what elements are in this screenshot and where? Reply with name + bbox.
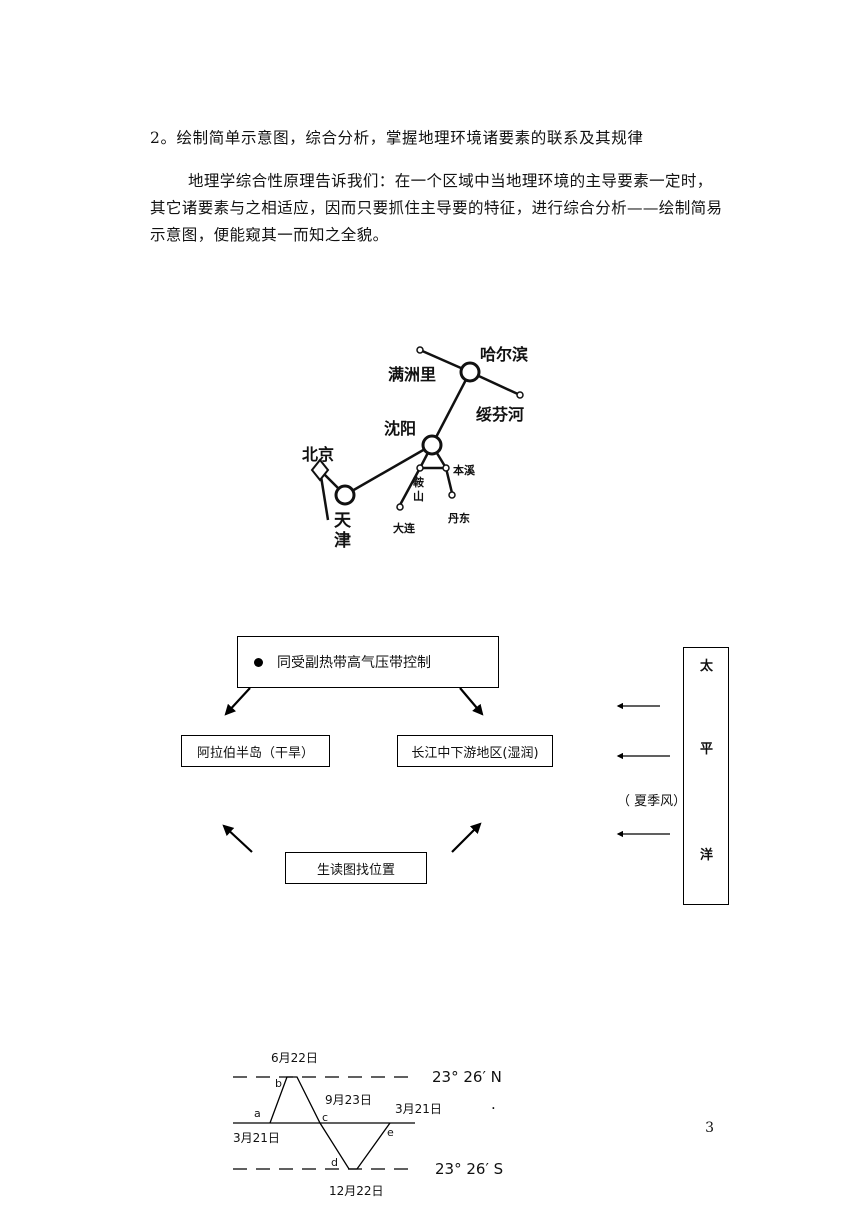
arrow-top-right — [459, 687, 484, 716]
city-an: 鞍 — [413, 475, 424, 489]
manzhouli-node — [416, 346, 424, 354]
beijing-star — [310, 458, 330, 482]
anshan-node — [416, 464, 424, 472]
line-shenyang-tianjin — [344, 443, 433, 497]
bottom-box: 生读图找位置 — [285, 852, 427, 884]
point-b: b — [275, 1077, 282, 1090]
city-suifenhe: 绥芬河 — [476, 405, 524, 424]
city-beijing: 北京 — [302, 445, 334, 464]
top-box-label: 同受副热带高气压带控制 — [277, 655, 431, 671]
bullet-icon — [254, 657, 263, 667]
paragraph-text: 地理学综合性原理告诉我们：在一个区域中当地理环境的主导要素一定时，其它诸要素与之… — [150, 172, 723, 244]
point-d: d — [331, 1156, 338, 1169]
line-anshan-dalian — [398, 467, 422, 506]
ocean-char-3: 洋 — [700, 848, 714, 863]
section-heading: 2。绘制简单示意图，综合分析，掌握地理环境诸要素的联系及其规律 — [150, 129, 644, 147]
intro-paragraph: 地理学综合性原理告诉我们：在一个区域中当地理环境的主导要素一定时，其它诸要素与之… — [150, 168, 724, 249]
flow-arrows — [222, 687, 670, 853]
line-benxi-dandong — [444, 467, 454, 494]
city-shenyang: 沈阳 — [384, 419, 416, 438]
point-c: c — [322, 1111, 328, 1124]
city-jin: 津 — [334, 530, 351, 551]
monsoon-label: （ 夏季风） — [617, 794, 687, 809]
south-tropic-label: 23° 26′ S — [435, 1160, 503, 1178]
date-september: 9月23日 — [325, 1093, 372, 1107]
city-shan: 山 — [413, 489, 424, 503]
pacific-box: 太 平 洋 — [683, 647, 729, 905]
arrow-bottom-right — [451, 822, 482, 853]
northeast-rail-map: 哈尔滨 满洲里 绥芬河 沈阳 本溪 鞍 山 大连 丹东 北京 天 津 — [302, 345, 528, 551]
stray-dot: . — [491, 1095, 496, 1113]
page-number: 3 — [705, 1120, 714, 1136]
north-tropic-label: 23° 26′ N — [432, 1068, 502, 1086]
shenyang-node — [421, 434, 443, 456]
point-e: e — [387, 1126, 394, 1139]
solar-latitude-diagram: 6月22日 3月21日 9月23日 3月21日 12月22日 a b c d e… — [233, 1051, 503, 1198]
city-benxi: 本溪 — [453, 463, 476, 477]
line-harbin-shenyang — [430, 371, 472, 446]
left-box: 阿拉伯半岛（干旱） — [181, 735, 330, 767]
city-harbin: 哈尔滨 — [480, 345, 528, 364]
date-december: 12月22日 — [329, 1184, 384, 1198]
bottom-box-label: 生读图找位置 — [316, 862, 395, 878]
date-march-a: 3月21日 — [233, 1131, 280, 1145]
tianjin-node — [334, 484, 356, 506]
city-manzhouli: 满洲里 — [388, 365, 436, 384]
harbin-node — [459, 361, 481, 383]
date-march-e: 3月21日 — [395, 1102, 442, 1116]
arrow-top-left — [224, 687, 251, 716]
ocean-char-1: 太 — [700, 659, 714, 674]
benxi-node — [442, 464, 450, 472]
dandong-node — [448, 491, 456, 499]
sun-path — [269, 1076, 391, 1170]
right-box: 长江中下游地区(湿润) — [397, 735, 553, 767]
dalian-node — [396, 503, 404, 511]
top-box: 同受副热带高气压带控制 — [237, 636, 499, 688]
date-june: 6月22日 — [271, 1051, 318, 1065]
city-tian: 天 — [334, 511, 352, 531]
point-a: a — [254, 1107, 261, 1120]
ocean-char-2: 平 — [700, 742, 714, 757]
suifenhe-node — [516, 391, 524, 399]
city-dandong: 丹东 — [448, 511, 470, 525]
city-dalian: 大连 — [393, 521, 416, 535]
right-box-label: 长江中下游地区(湿润) — [411, 745, 539, 761]
left-box-label: 阿拉伯半岛（干旱） — [196, 745, 314, 761]
arrow-bottom-left — [222, 824, 253, 853]
